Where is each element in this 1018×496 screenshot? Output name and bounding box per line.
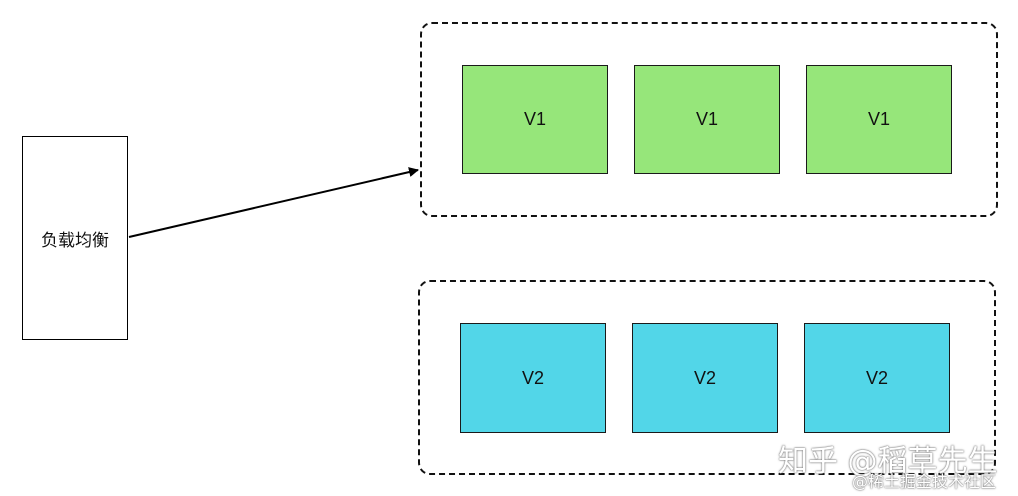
- v2-group: [418, 280, 996, 475]
- v2-instance-label: V2: [865, 367, 889, 388]
- v2-instance-1: V2: [460, 323, 606, 433]
- load-balancer-box: 负载均衡: [22, 136, 128, 340]
- v2-instance-label: V2: [521, 367, 545, 388]
- v1-instance-label: V1: [867, 109, 891, 129]
- v1-instance-label: V1: [523, 109, 547, 129]
- v2-instance-label: V2: [693, 367, 717, 388]
- v2-instance-2: V2: [632, 323, 778, 433]
- load-balancer-label: 负载均衡: [41, 230, 109, 251]
- watermark-zhihu: 知乎 @稻草先生: [778, 444, 998, 479]
- v1-instance-2: V1: [634, 65, 780, 174]
- v1-instance-label: V1: [695, 109, 719, 129]
- watermark-juejin: @稀土掘金技术社区: [852, 472, 997, 491]
- arrow-line: [128, 167, 419, 238]
- v1-instance-1: V1: [462, 65, 608, 174]
- v1-group: [420, 22, 998, 217]
- v1-instance-3: V1: [806, 65, 952, 174]
- v2-instance-3: V2: [804, 323, 950, 433]
